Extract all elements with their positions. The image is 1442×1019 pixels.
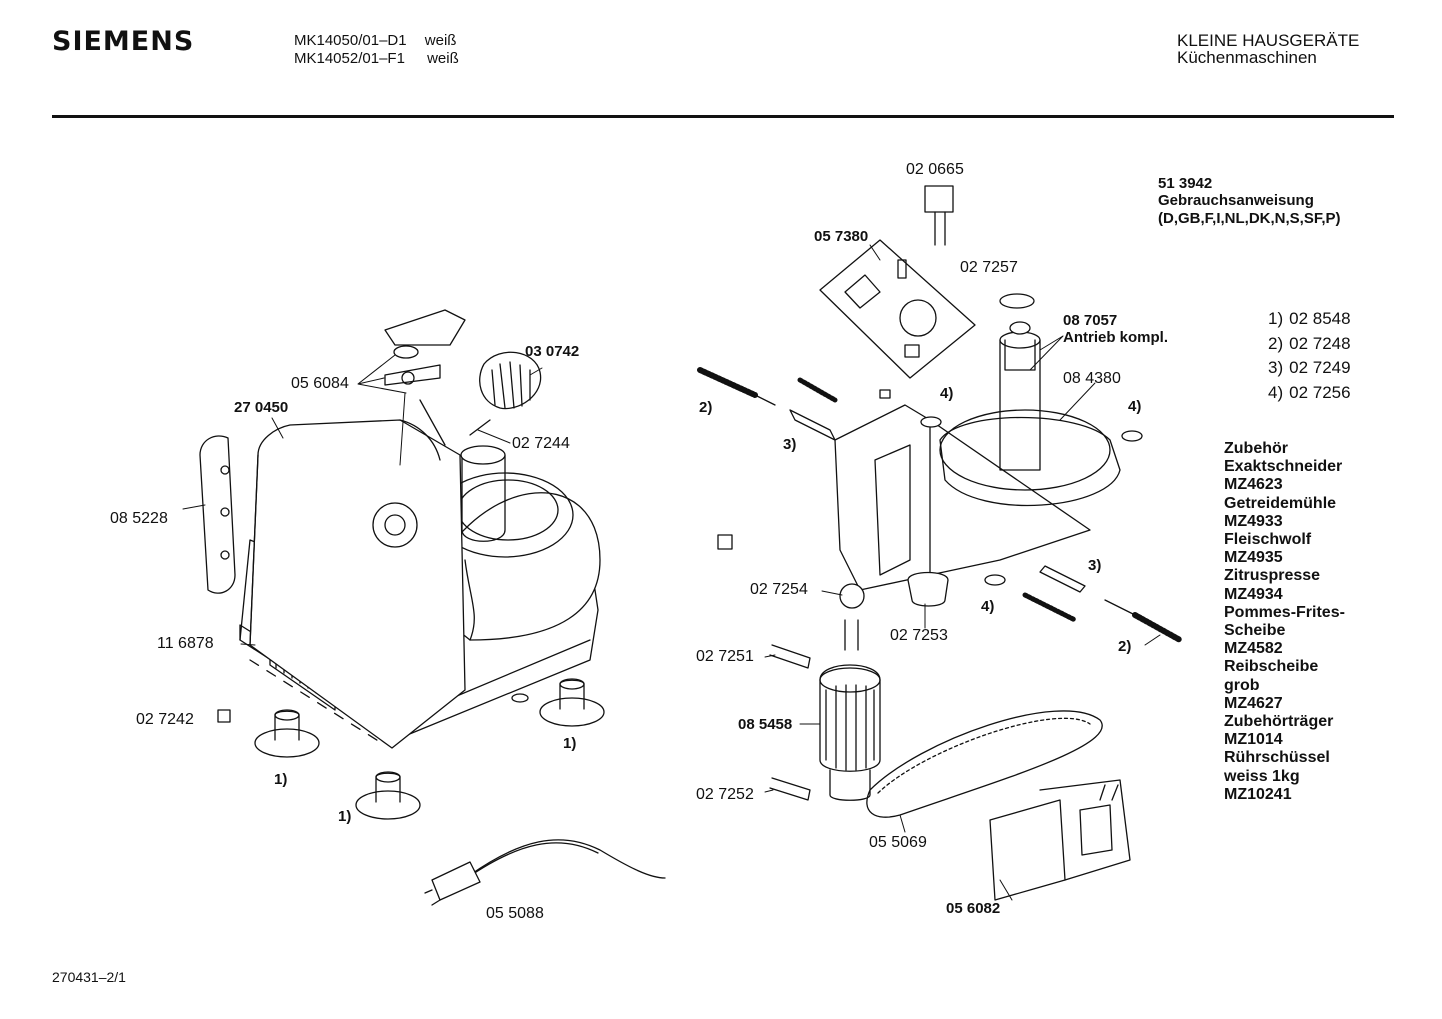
callout-marker: 1) (338, 808, 352, 825)
accessory-line: Zitruspresse (1224, 567, 1321, 585)
part-label: 02 7244 (512, 435, 570, 452)
part-label: 02 7254 (750, 581, 808, 598)
part-label: 08 7057 (1063, 312, 1118, 329)
drive-belt (867, 711, 1102, 817)
callout-marker: 4) (981, 598, 995, 615)
category-subtitle: Küchenmaschinen (1177, 48, 1317, 67)
part-label: 08 5458 (738, 716, 793, 733)
motor-housing (250, 420, 474, 748)
accessories-list: Exaktschneider MZ4623 Getreidemühle MZ49… (1224, 458, 1345, 804)
carbon-springs (700, 370, 1180, 640)
switch-parts (385, 310, 490, 445)
part-label: 02 7251 (696, 648, 754, 665)
manual-languages: (D,GB,F,I,NL,DK,N,S,SF,P) (1158, 210, 1341, 227)
accessory-line: Pommes-Frites- (1224, 603, 1345, 621)
accessory-line: MZ1014 (1224, 731, 1283, 749)
accessory-line: Reibscheibe (1224, 658, 1319, 676)
part-label: 02 0665 (906, 161, 964, 178)
part-label: 02 7257 (960, 259, 1018, 276)
side-grip (200, 436, 235, 593)
callout-marker: 3) (1088, 557, 1102, 574)
bushings (718, 390, 1142, 585)
o-ring (1000, 294, 1034, 308)
callout-marker: 4) (940, 385, 954, 402)
accessory-line: MZ4623 (1224, 476, 1283, 494)
part-label: 03 0742 (525, 343, 580, 360)
part-label: 08 5228 (110, 510, 168, 527)
suction-feet (255, 679, 604, 819)
callout-marker: 1) (563, 735, 577, 752)
drive-assembly (940, 322, 1120, 505)
part-label: 08 4380 (1063, 370, 1121, 387)
model-color: weiß (427, 50, 459, 67)
part-label: 05 6082 (946, 900, 1001, 917)
brush-holders (790, 410, 1085, 592)
part-label: 02 7252 (696, 786, 754, 803)
circuit-board (820, 240, 975, 378)
accessory-line: MZ4582 (1224, 640, 1283, 658)
capacitor (925, 186, 953, 245)
part-label: 27 0450 (234, 399, 289, 416)
accessories-title: Zubehör (1224, 440, 1288, 457)
accessories-block: Zubehör Exaktschneider MZ4623 Getreidemü… (1224, 440, 1345, 804)
document-number: 270431–2/1 (52, 969, 126, 985)
armature (820, 620, 880, 800)
part-label: 02 7253 (890, 627, 948, 644)
part-label: 05 5088 (486, 905, 544, 922)
accessory-line: MZ4933 (1224, 512, 1283, 530)
category-title: KLEINE HAUSGERÄTE (1177, 31, 1360, 50)
accessory-line: MZ4627 (1224, 694, 1283, 712)
accessory-line: weiss 1kg (1224, 767, 1300, 785)
legend-item: 3)02 7249 (1268, 358, 1351, 377)
bowl-housing (420, 446, 600, 640)
callout-marker: 2) (699, 399, 713, 416)
accessory-line: MZ4934 (1224, 585, 1283, 603)
model-code: MK14052/01–F1 (294, 50, 405, 67)
callout-marker: 3) (783, 436, 797, 453)
legend-item: 4)02 7256 (1268, 382, 1351, 402)
manual-part-number: 51 3942 (1158, 175, 1213, 192)
accessory-line: Exaktschneider (1224, 458, 1343, 476)
manual-title: Gebrauchsanweisung (1158, 192, 1314, 209)
accessory-line: MZ10241 (1224, 785, 1292, 803)
callout-marker: 2) (1118, 638, 1132, 655)
brush-clips (770, 645, 810, 800)
brand-logo: SIEMENS (52, 26, 195, 57)
part-label: 11 6878 (157, 635, 214, 652)
leader-lines-right (765, 245, 1160, 900)
part-label: 05 6084 (291, 375, 349, 392)
accessory-line: grob (1224, 676, 1260, 694)
knob-030742 (480, 352, 541, 408)
callout-legend: 1)02 8548 2)02 7248 3)02 7249 4)02 7256 (1268, 307, 1351, 405)
header-divider (52, 115, 1394, 118)
accessory-line: Zubehörträger (1224, 713, 1334, 731)
accessory-line: Fleischwolf (1224, 531, 1312, 549)
callout-marker: 4) (1128, 398, 1142, 415)
accessory-line: MZ4935 (1224, 549, 1283, 567)
legend-item: 2)02 7248 (1268, 333, 1351, 353)
callout-marker: 1) (274, 771, 288, 788)
stator (990, 780, 1130, 900)
part-label: 02 7242 (136, 711, 194, 728)
part-label: 05 5069 (869, 834, 927, 851)
bearings (840, 573, 948, 609)
small-parts-left (218, 710, 230, 722)
leader-lines-left (183, 355, 542, 645)
model-color: weiß (424, 32, 457, 49)
model-code: MK14050/01–D1 (294, 32, 407, 49)
accessory-line: Getreidemühle (1224, 494, 1337, 512)
part-label: Antrieb kompl. (1063, 329, 1169, 346)
model-line-1: MK14050/01–D1 weiß (294, 32, 456, 50)
legend-item: 1)02 8548 (1268, 309, 1351, 328)
cable-plug (425, 840, 665, 905)
part-label: 05 7380 (814, 228, 869, 245)
model-line-2: MK14052/01–F1 weiß (294, 50, 459, 68)
accessory-line: Rührschüssel (1224, 749, 1330, 767)
accessory-line: Scheibe (1224, 622, 1286, 640)
